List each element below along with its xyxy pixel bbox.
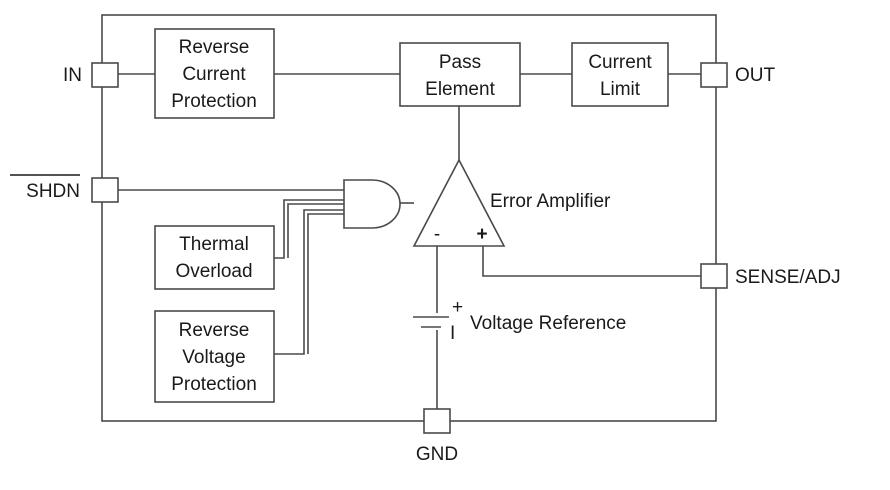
reverse-voltage-label-line3: Protection	[171, 374, 257, 395]
reverse-voltage-label-line2: Voltage	[182, 347, 245, 368]
pass-element-label-line1: Pass	[439, 52, 481, 73]
pin-out	[700, 62, 728, 88]
pin-shdn-label: SHDN	[26, 181, 80, 202]
reverse-current-label-line1: Reverse	[179, 37, 250, 58]
amp-minus-label: -	[434, 224, 440, 245]
current-limit-block: Current Limit	[571, 42, 669, 107]
and-gate-icon	[343, 179, 401, 229]
reverse-current-protection-block: Reverse Current Protection	[154, 28, 275, 119]
ref-minus-label: I	[450, 323, 455, 344]
reverse-voltage-protection-block: Reverse Voltage Protection	[154, 310, 275, 403]
pin-gnd	[423, 408, 451, 434]
pin-in-label: IN	[63, 65, 82, 86]
error-amplifier-label: Error Amplifier	[490, 191, 611, 212]
pin-sense-adj-label: SENSE/ADJ	[735, 267, 841, 288]
pin-shdn	[91, 177, 119, 203]
pin-gnd-label: GND	[416, 444, 458, 465]
thermal-overload-label-line2: Overload	[175, 261, 252, 282]
ref-plus-label: +	[452, 297, 463, 318]
chip-outline	[101, 14, 717, 422]
current-limit-label-line1: Current	[588, 52, 652, 73]
reverse-current-label-line2: Current	[182, 64, 246, 85]
current-limit-label-line2: Limit	[600, 79, 641, 100]
reverse-voltage-label-line1: Reverse	[179, 320, 250, 341]
pin-out-label: OUT	[735, 65, 776, 86]
thermal-overload-block: Thermal Overload	[154, 225, 275, 290]
pass-element-block: Pass Element	[399, 42, 521, 107]
pass-element-label-line2: Element	[425, 79, 495, 100]
reverse-current-label-line3: Protection	[171, 91, 257, 112]
wires	[118, 73, 701, 409]
voltage-reference-label: Voltage Reference	[470, 313, 626, 334]
thermal-overload-label-line1: Thermal	[179, 234, 249, 255]
error-amplifier-icon	[412, 158, 506, 247]
amp-plus-label: +	[476, 224, 487, 245]
pin-sense-adj	[700, 263, 728, 289]
pin-in	[91, 62, 119, 88]
